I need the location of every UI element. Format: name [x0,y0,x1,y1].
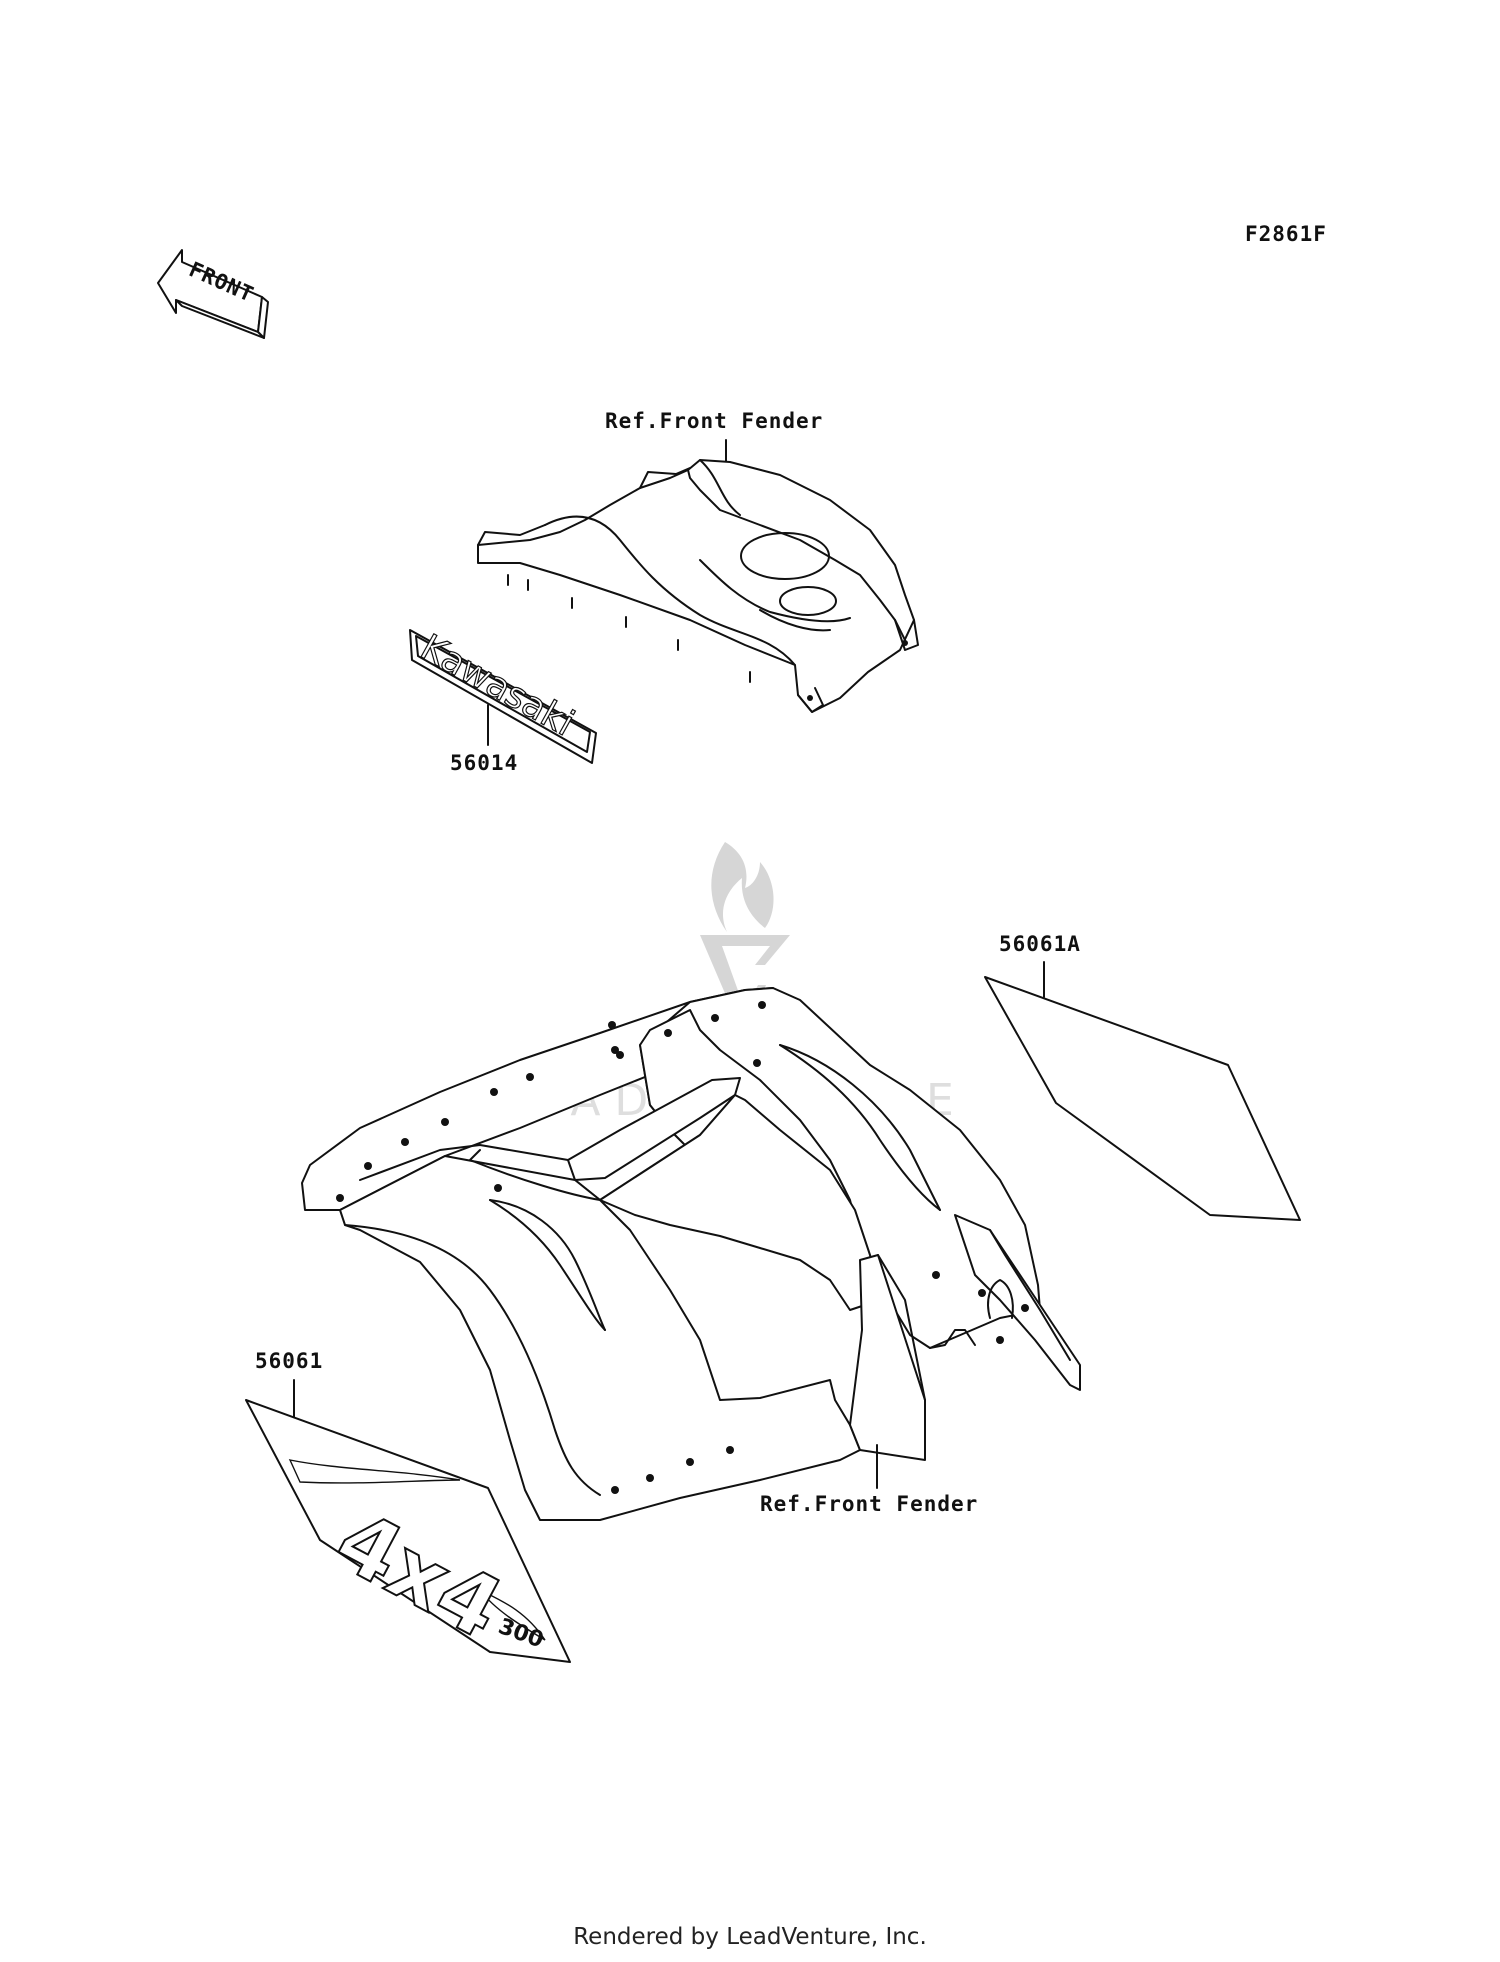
ref-front-fender-top-label: Ref.Front Fender [605,409,823,433]
kawasaki-logo-text: Kawasaki [414,627,581,744]
part-number-56061: 56061 [255,1349,323,1373]
part-number-56061A: 56061A [999,932,1081,956]
ref-front-fender-bottom-label: Ref.Front Fender [760,1492,978,1516]
diagram-code: F2861F [1245,222,1327,246]
part-number-56014: 56014 [450,751,518,775]
front-fender-main-part [301,987,1081,1521]
front-fender-top-part [477,459,919,713]
front-arrow-icon: FRONT [157,249,269,339]
kawasaki-decal: Kawasaki [409,626,597,764]
plain-side-decal-56061A [984,976,1301,1221]
footer-credit: Rendered by LeadVenture, Inc. [573,1924,927,1950]
